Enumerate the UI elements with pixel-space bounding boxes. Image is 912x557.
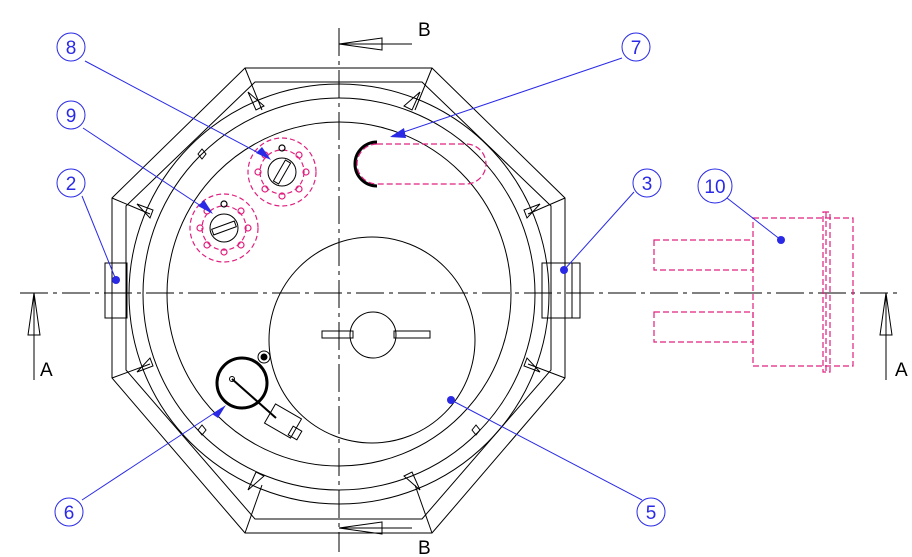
callout-7: 7 [621, 32, 651, 62]
nozzle-3-body [541, 262, 581, 319]
section-arrow-b-bottom [338, 521, 383, 535]
octagon-frame [111, 67, 566, 534]
sight-glass-6 [215, 350, 303, 441]
callout-5-label: 5 [646, 503, 657, 524]
callout-6: 6 [54, 497, 84, 527]
section-arrow-b-top [338, 37, 383, 51]
callout-9: 9 [56, 100, 86, 130]
rim-lugs [197, 148, 481, 436]
section-label-a-left: A [40, 360, 53, 381]
section-label-a-right: A [895, 360, 908, 381]
side-nozzles [104, 262, 581, 319]
callout-7-label: 7 [631, 38, 642, 59]
callout-8-label: 8 [66, 38, 77, 59]
callout-3-label: 3 [642, 174, 653, 195]
callout-2-label: 2 [66, 174, 77, 195]
leader-dots [112, 236, 785, 404]
lid-circle [268, 236, 476, 444]
callout-6-label: 6 [64, 503, 75, 524]
callout-8: 8 [56, 32, 86, 62]
lid-hub [349, 311, 397, 359]
callout-10-label: 10 [704, 177, 725, 198]
section-arrow-a-left [27, 292, 41, 336]
external-unit-10 [653, 211, 854, 373]
section-label-b-bottom: B [418, 538, 431, 557]
center-lines [20, 28, 902, 552]
section-label-b-top: B [418, 20, 431, 41]
leader-arrowheads [198, 128, 406, 418]
nozzle-2-body [104, 262, 128, 319]
callout-3: 3 [632, 168, 662, 198]
flange-port-9 [189, 193, 259, 263]
slot-opening-7 [353, 140, 487, 188]
callout-9-label: 9 [66, 106, 77, 127]
callout-2: 2 [56, 168, 86, 198]
flange-port-8 [247, 137, 317, 207]
callout-10: 10 [697, 168, 733, 204]
section-arrow-a-right [879, 292, 893, 336]
callout-5: 5 [636, 497, 666, 527]
section-arrows [27, 37, 893, 535]
leader-lines [81, 57, 782, 501]
frame-gussets [136, 91, 541, 491]
